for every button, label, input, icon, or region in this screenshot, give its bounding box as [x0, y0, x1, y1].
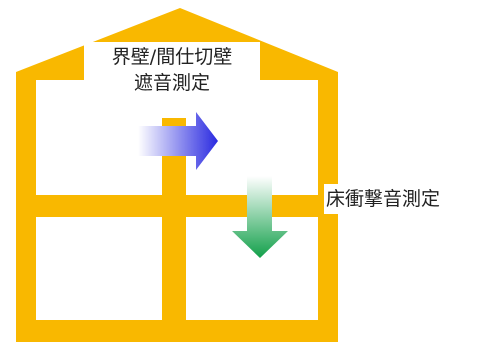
- wall-label-line2: 遮音測定: [133, 72, 210, 94]
- arrow-right-icon: [138, 112, 218, 170]
- wall-measurement-label: 界壁/間仕切壁 遮音測定: [84, 42, 260, 100]
- floor-measurement-label: 床衝撃音測定: [324, 184, 443, 214]
- arrow-down-icon: [232, 176, 288, 258]
- wall-label-line1: 界壁/間仕切壁: [111, 46, 233, 68]
